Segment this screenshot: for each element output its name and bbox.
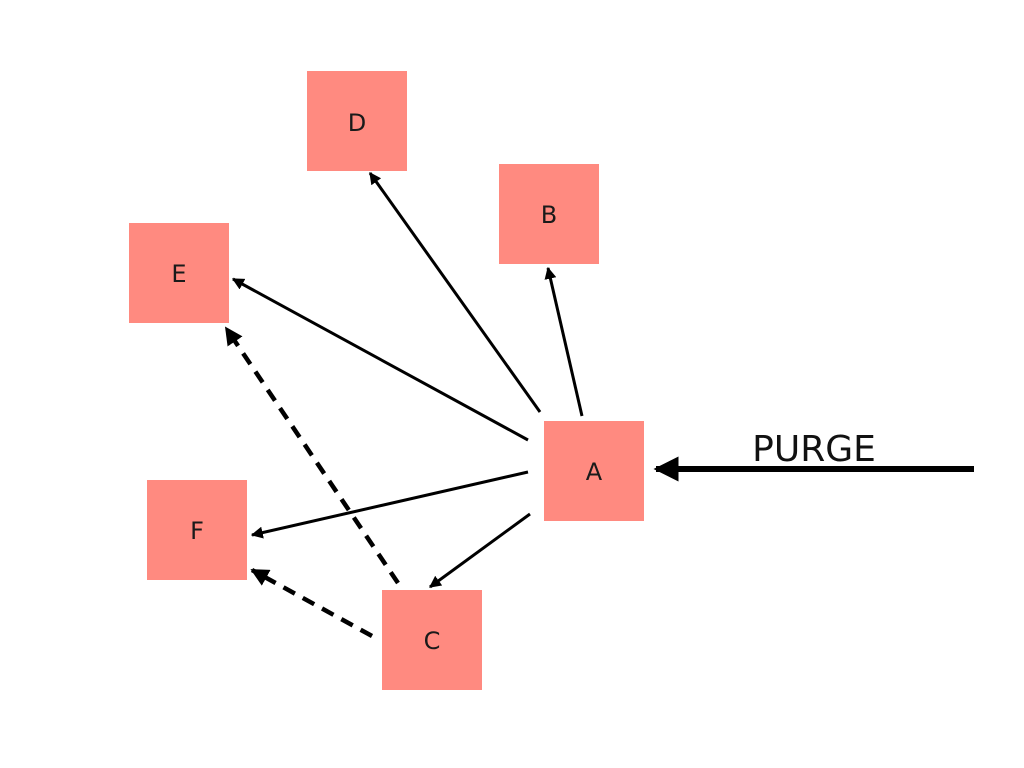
node-a: A (544, 421, 644, 521)
node-c-label: C (424, 627, 441, 655)
edge-a-to-d (368, 172, 542, 413)
purge-label: PURGE (752, 429, 876, 470)
node-d-label: D (348, 109, 366, 137)
edge-a-to-b (544, 266, 584, 417)
node-e: E (129, 223, 229, 323)
node-d: D (307, 71, 407, 171)
edge-c-to-f (250, 568, 374, 638)
edge-a-to-f (250, 470, 529, 539)
edge-a-to-e (231, 277, 529, 442)
node-b: B (499, 164, 599, 264)
node-e-label: E (171, 260, 186, 288)
node-a-label: A (586, 458, 603, 486)
node-b-label: B (541, 201, 557, 229)
edge-a-to-c (429, 512, 531, 589)
edge-c-to-e (224, 326, 400, 585)
node-c: C (382, 590, 482, 690)
node-f-label: F (190, 517, 204, 545)
node-f: F (147, 480, 247, 580)
